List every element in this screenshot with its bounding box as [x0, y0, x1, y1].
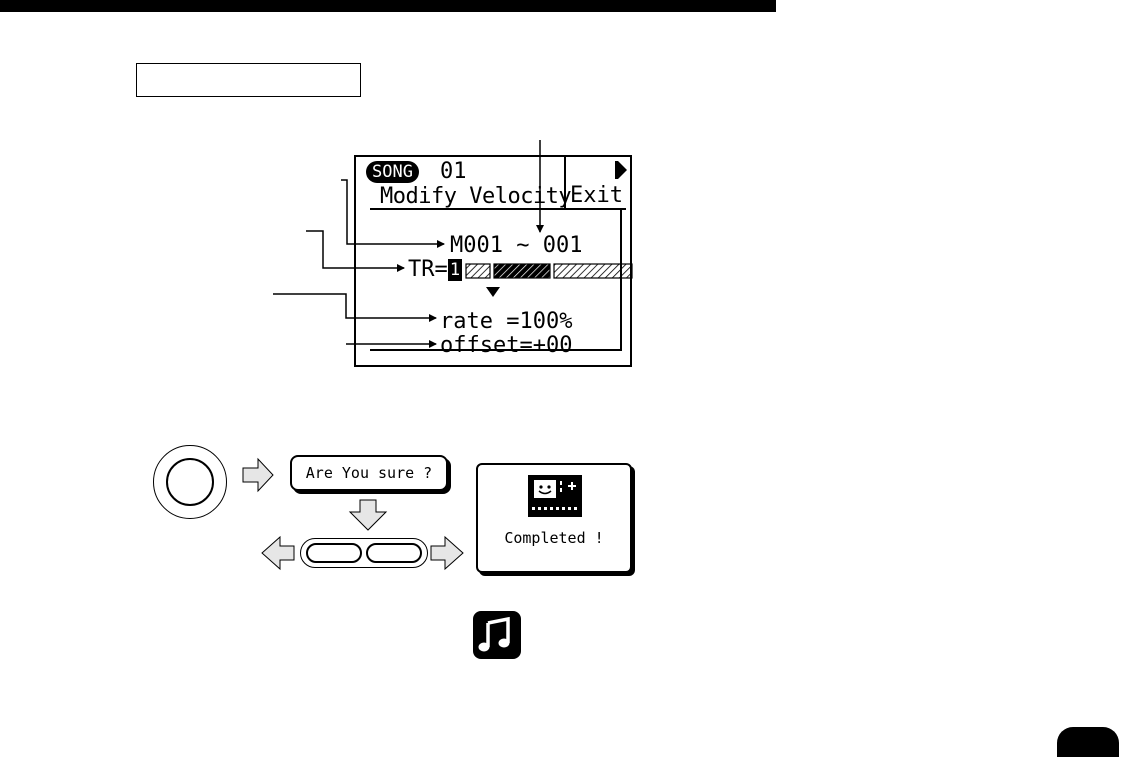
section-label-box: [136, 63, 361, 97]
lcd-right-rail: [620, 210, 622, 350]
header-bar: [0, 0, 776, 12]
yes-button[interactable]: [366, 543, 422, 563]
mode-title: Modify Velocity: [380, 184, 572, 209]
smiley-display-icon: [528, 475, 582, 517]
enter-button-face: [166, 458, 214, 506]
lcd-screen: SONG 01 Modify Velocity Exit M001 ~ 001 …: [354, 155, 633, 367]
title-underline: [370, 208, 566, 210]
arrow-right-1-icon: [242, 457, 274, 493]
track-pointer-icon: [486, 287, 500, 297]
track-bars: [465, 263, 633, 279]
exit-label: Exit: [570, 183, 623, 208]
offset-parameter[interactable]: offset=+00: [440, 333, 573, 358]
page-number-tab: [1057, 727, 1119, 757]
exit-button[interactable]: Exit: [564, 157, 626, 209]
track-label: TR=: [408, 257, 448, 282]
song-badge: SONG: [366, 161, 419, 183]
enter-button[interactable]: [153, 445, 227, 519]
no-button[interactable]: [306, 543, 362, 563]
track-bar-segment-2: [493, 263, 551, 279]
exit-underline: [566, 208, 626, 210]
completed-message: Completed !: [504, 529, 604, 547]
music-note-icon: [473, 611, 521, 659]
confirm-prompt: Are You sure ?: [290, 455, 448, 491]
track-bar-segment-3: [553, 263, 633, 279]
measure-range[interactable]: M001 ~ 001: [450, 233, 583, 258]
page-marker-icon: [615, 161, 618, 179]
rate-parameter[interactable]: rate =100%: [440, 309, 573, 334]
song-number: 01: [440, 159, 467, 184]
page-marker-arrow-icon: [618, 161, 627, 179]
arrow-left-icon: [261, 535, 295, 571]
arrow-right-2-icon: [430, 535, 464, 571]
lcd-bottom-rail: [370, 349, 622, 351]
completed-dialog: Completed !: [476, 463, 632, 573]
arrow-down-icon: [348, 499, 388, 531]
yes-no-buttons: [300, 538, 428, 568]
track-bar-segment-1: [465, 263, 491, 279]
track-value[interactable]: 1: [448, 259, 462, 281]
